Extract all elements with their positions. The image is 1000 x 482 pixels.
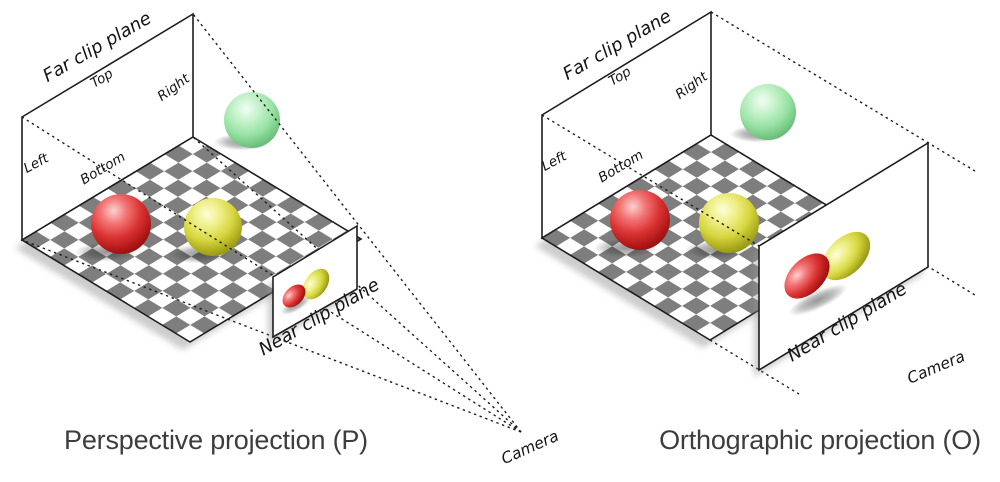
yellow-sphere	[699, 193, 759, 253]
projected-yellow-sphere	[302, 268, 330, 300]
panel-perspective: Far clip plane Top Right Left Bottom Nea…	[15, 8, 561, 468]
green-sphere	[224, 92, 280, 148]
red-sphere	[610, 190, 670, 250]
panel-orthographic: Far clip plane Top Right Left Bottom Nea…	[535, 6, 981, 455]
projected-red-sphere	[784, 253, 830, 299]
projected-red-sphere	[282, 284, 306, 308]
green-sphere	[740, 84, 796, 140]
camera-label: Camera	[499, 427, 562, 468]
projected-yellow-sphere	[821, 231, 871, 281]
red-sphere	[91, 194, 151, 254]
orthographic-caption: Orthographic projection (O)	[659, 425, 981, 455]
perspective-caption: Perspective projection (P)	[64, 425, 368, 455]
projection-rays	[21, 13, 522, 433]
projected-spheres-shadow	[788, 284, 848, 316]
yellow-sphere	[184, 198, 242, 256]
projection-rays	[541, 11, 976, 395]
floor-outline	[20, 136, 363, 343]
camera-label: Camera	[905, 347, 968, 387]
